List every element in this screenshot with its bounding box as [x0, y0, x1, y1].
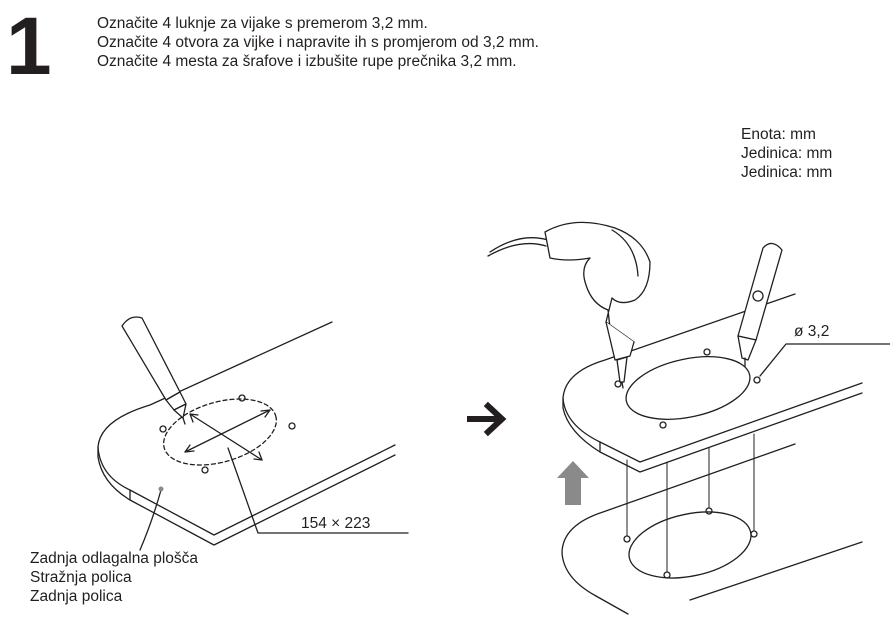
right-lower-shelf: [561, 443, 863, 615]
left-cutout-outline: [162, 398, 278, 466]
left-shelf-board: [97, 321, 396, 546]
unit-note-sl: Enota: mm: [741, 126, 816, 143]
hole-diameter-label: ø 3,2: [794, 323, 830, 340]
alignment-lines: [626, 433, 755, 573]
shelf-name-hr: Stražnja polica: [30, 569, 132, 586]
cutout-size-label: 154 × 223: [301, 515, 371, 532]
dimension-arrows: [184, 409, 271, 461]
shelf-name-sl: Zadnja odlagalna plošča: [30, 550, 199, 567]
arrow-up-icon: [557, 461, 589, 505]
unit-note-sr: Jedinica: mm: [741, 164, 833, 181]
instruction-line-sr: Označite 4 mesta za šrafove i izbušite r…: [97, 53, 517, 70]
right-upper-shelf: [562, 293, 863, 473]
cutout-size-leader: [227, 447, 409, 534]
shelf-name-sr: Zadnja polica: [30, 588, 123, 605]
arrow-right-icon: [467, 401, 507, 437]
cutter-knife-icon: [737, 242, 783, 367]
instructions: Označite 4 luknje za vijake s premerom 3…: [97, 14, 539, 71]
hole-diameter-leader: [759, 343, 890, 377]
drill-icon: [487, 221, 651, 389]
instruction-line-hr: Označite 4 otvora za vijke i napravite i…: [97, 34, 539, 51]
instruction-line-sl: Označite 4 luknje za vijake s premerom 3…: [97, 15, 428, 32]
unit-note-hr: Jedinica: mm: [741, 145, 833, 162]
marker-pen-icon: [121, 316, 187, 425]
shelf-name-label: Zadnja odlagalna plošča Stražnja polica …: [30, 549, 198, 606]
shelf-name-leader: [139, 489, 162, 551]
unit-note: Enota: mm Jedinica: mm Jedinica: mm: [741, 125, 832, 182]
step-number: 1: [6, 1, 52, 92]
left-screw-holes: [159, 394, 296, 474]
